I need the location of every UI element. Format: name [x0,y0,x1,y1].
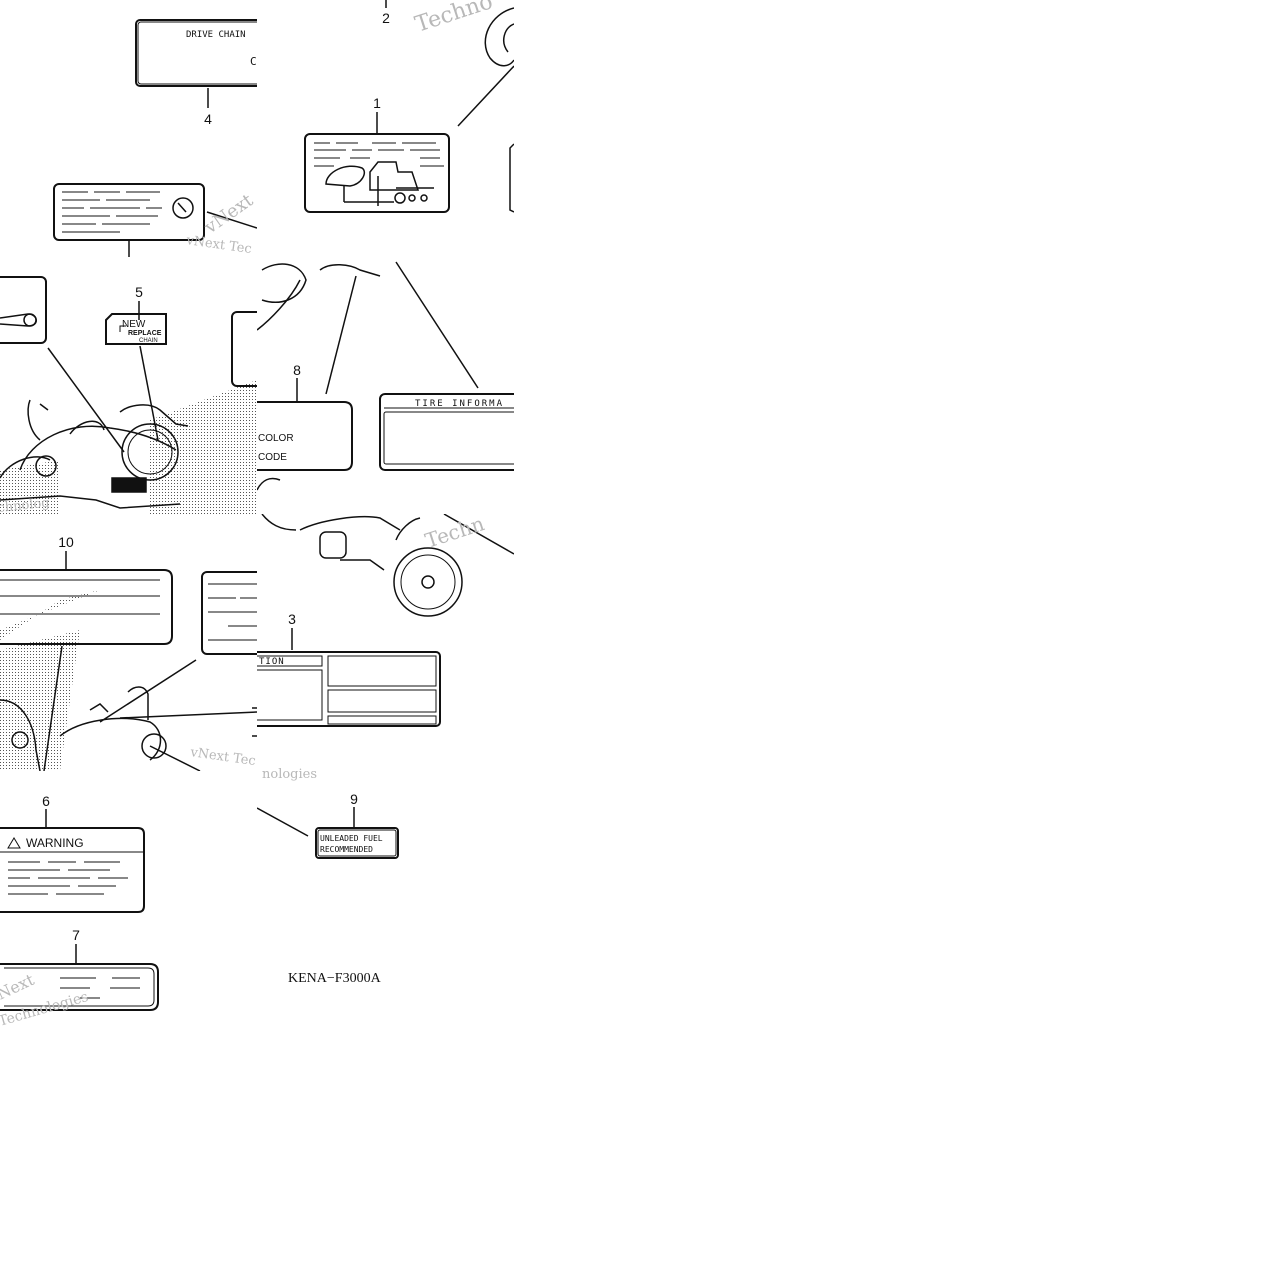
tile-6 [257,514,514,727]
tile-2 [304,0,514,213]
part-code: KENA−F3000A [288,971,382,986]
callout-10: 10 [58,534,74,550]
watermark-3: vNext [200,190,258,239]
callout-2: 2 [382,10,390,26]
watermark-2: vNext Tec [184,233,252,257]
unleaded-fuel-label-text: UNLEADED FUEL [320,834,383,843]
callout-3: 3 [288,611,296,627]
tile-7 [0,809,159,1011]
tile-4 [257,261,514,491]
chain-label-text: CHAIN [139,338,158,344]
watermark-6: vNext Tec [188,745,256,769]
tile-3 [0,276,257,514]
callout-8: 8 [293,362,301,378]
warning-label-text: WARNING [26,836,84,850]
drive-chain-label-text: DRIVE CHAIN [186,30,246,40]
tire-information-label-text: TIRE INFORMA [415,399,504,409]
tile-1 [53,19,257,257]
watermark-9: Next [0,970,37,1004]
tile-5 [0,551,257,771]
watermark-7: nologies [262,767,317,782]
replace-label-text: REPLACE [128,330,162,337]
watermark-4: Techn [422,511,487,553]
callout-1: 1 [373,95,381,111]
watermark-5: chnolog [0,496,50,516]
recommended-label-text: RECOMMENDED [320,845,373,854]
callout-9: 9 [350,791,358,807]
new-label-text: NEW [122,319,146,330]
drive-chain-label-tail: C [250,55,257,68]
tion-label-text: TION [259,657,285,667]
code-label-text: CODE [258,452,287,463]
tile-8 [257,807,399,859]
callout-7: 7 [72,927,80,943]
watermark-1: Techno [412,0,496,38]
callout-4: 4 [204,111,212,127]
color-label-text: COLOR [258,433,294,444]
callout-5: 5 [135,284,143,300]
callout-6: 6 [42,793,50,809]
